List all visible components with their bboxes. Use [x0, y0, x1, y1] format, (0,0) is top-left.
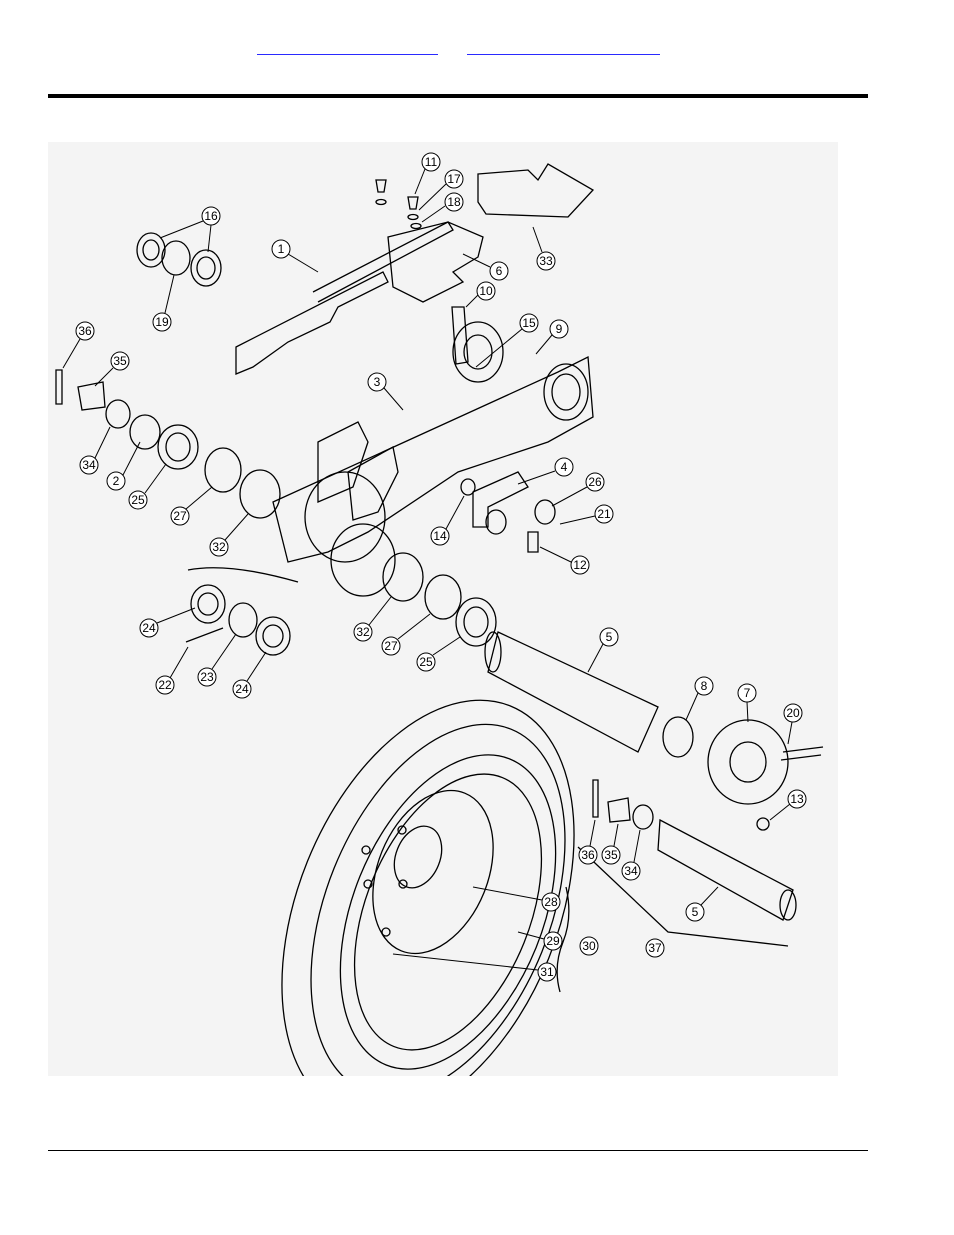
callout-number: 15 — [522, 316, 536, 330]
callout-26: 26 — [551, 472, 605, 507]
callout-number: 33 — [539, 254, 553, 268]
callout-number: 13 — [790, 792, 804, 806]
callout-number: 18 — [447, 195, 461, 209]
callout-11: 11 — [414, 152, 441, 195]
callout-35b: 35 — [601, 823, 621, 865]
callout-number: 28 — [544, 895, 558, 909]
callout-10: 10 — [465, 281, 496, 308]
callout-number: 19 — [155, 315, 169, 329]
callout-1: 1 — [271, 239, 319, 273]
callout-30: 30 — [579, 936, 599, 956]
callout-32a: 32 — [209, 513, 249, 557]
callout-34b: 34 — [621, 829, 641, 881]
callout-35a: 35 — [94, 351, 130, 387]
callout-number: 5 — [692, 905, 699, 919]
header-links — [0, 40, 954, 60]
callout-number: 27 — [173, 509, 187, 523]
callout-balloons: 1 2 3 4 5 5 6 7 8 9 10 11 12 13 14 15 16… — [62, 152, 807, 982]
callout-number: 37 — [648, 941, 662, 955]
callout-number: 20 — [786, 706, 800, 720]
callout-number: 29 — [546, 934, 560, 948]
callout-number: 12 — [573, 558, 587, 572]
callout-number: 31 — [540, 965, 554, 979]
callout-number: 25 — [131, 493, 145, 507]
exploded-parts-diagram: 1 2 3 4 5 5 6 7 8 9 10 11 12 13 14 15 16… — [48, 142, 838, 1076]
callout-14: 14 — [430, 495, 465, 546]
callout-number: 36 — [581, 848, 595, 862]
callout-17: 17 — [418, 169, 464, 211]
callout-27b: 27 — [381, 613, 431, 656]
callout-number: 32 — [212, 540, 226, 554]
footer-rule — [48, 1150, 868, 1151]
callout-number: 36 — [78, 324, 92, 338]
callout-number: 1 — [278, 242, 285, 256]
header-link-1[interactable] — [257, 40, 438, 55]
callout-9: 9 — [535, 319, 569, 355]
callout-8: 8 — [685, 676, 714, 721]
callout-number: 35 — [113, 354, 127, 368]
callout-number: 34 — [82, 458, 96, 472]
callout-number: 34 — [624, 864, 638, 878]
callout-12: 12 — [539, 546, 590, 575]
callout-15: 15 — [475, 313, 539, 368]
callout-23: 23 — [197, 633, 237, 687]
callout-number: 27 — [384, 639, 398, 653]
callout-16: 16 — [159, 206, 221, 253]
header-rule — [48, 94, 868, 98]
callout-5a: 5 — [587, 627, 619, 673]
callout-28: 28 — [472, 886, 561, 912]
callout-25b: 25 — [416, 636, 461, 672]
callout-number: 7 — [744, 686, 751, 700]
callout-21: 21 — [559, 504, 614, 525]
callout-number: 25 — [419, 655, 433, 669]
callout-31: 31 — [392, 953, 557, 982]
callout-number: 22 — [158, 678, 172, 692]
callout-7: 7 — [737, 683, 757, 723]
callout-33: 33 — [532, 226, 556, 271]
callout-4: 4 — [517, 457, 574, 485]
callout-6: 6 — [462, 253, 509, 281]
callout-20: 20 — [783, 703, 803, 745]
callout-number: 23 — [200, 670, 214, 684]
callout-number: 4 — [561, 460, 568, 474]
callout-5b: 5 — [685, 886, 719, 922]
callout-37: 37 — [645, 938, 665, 958]
callout-24a: 24 — [139, 607, 196, 638]
diagram-linework — [55, 163, 824, 1076]
callout-number: 21 — [597, 507, 611, 521]
callout-32b: 32 — [353, 596, 392, 642]
callout-27a: 27 — [170, 486, 213, 526]
callout-number: 6 — [496, 264, 503, 278]
callout-number: 17 — [447, 172, 461, 186]
callout-number: 3 — [374, 375, 381, 389]
callout-number: 26 — [588, 475, 602, 489]
header-link-2[interactable] — [467, 40, 660, 55]
callout-36a: 36 — [62, 321, 95, 369]
callout-number: 32 — [356, 625, 370, 639]
callout-number: 24 — [235, 682, 249, 696]
callout-number: 10 — [479, 284, 493, 298]
callout-2: 2 — [106, 441, 141, 491]
callout-18: 18 — [421, 192, 464, 223]
callout-13: 13 — [769, 789, 807, 821]
callout-number: 35 — [604, 848, 618, 862]
callout-36b: 36 — [578, 819, 598, 865]
callout-24b: 24 — [232, 651, 267, 699]
callout-19: 19 — [152, 274, 175, 332]
callout-number: 2 — [113, 474, 120, 488]
callout-3: 3 — [367, 372, 404, 411]
callout-number: 11 — [425, 155, 438, 169]
callout-number: 5 — [606, 630, 613, 644]
callout-number: 30 — [582, 939, 596, 953]
callout-number: 9 — [556, 322, 563, 336]
callout-number: 14 — [433, 529, 447, 543]
callout-22: 22 — [155, 646, 189, 695]
callout-34a: 34 — [79, 426, 111, 475]
callout-25a: 25 — [128, 463, 167, 510]
callout-number: 16 — [204, 209, 218, 223]
callout-number: 24 — [142, 621, 156, 635]
callout-number: 8 — [701, 679, 708, 693]
callout-29: 29 — [517, 931, 563, 951]
